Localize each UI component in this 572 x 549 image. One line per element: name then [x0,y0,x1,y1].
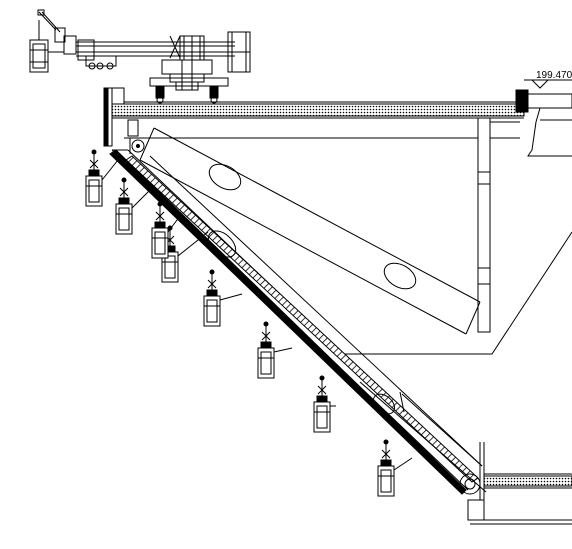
crane-mast [149,59,229,104]
support-frame [103,87,572,355]
hanger-unit [115,177,155,235]
inclined-conveyor [109,149,487,495]
elevation-label: 199.470 [536,70,572,81]
right-abutment [515,89,572,157]
hanger-unit [151,201,181,259]
hanger-unit [203,269,243,327]
bottom-platform [467,442,572,525]
hanger-units [85,149,413,497]
hanger-unit [161,225,209,283]
hanger-unit [257,321,293,379]
deck-slab [111,87,525,119]
hanger-unit [313,375,336,433]
hanger-unit [85,149,119,207]
hanger-unit [377,439,413,497]
elevation-marker: 199.470 [524,70,572,89]
crane-assembly [29,9,251,104]
crane-hoist-unit [29,9,77,73]
upper-diagonal-tube [131,127,481,335]
crane-boom [76,35,235,70]
